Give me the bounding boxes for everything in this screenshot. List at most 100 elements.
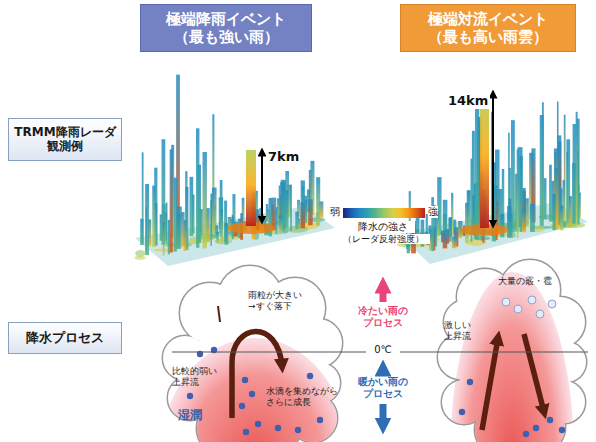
hail-part <box>514 305 522 313</box>
updraft-arrow <box>482 334 544 430</box>
radar-rain-part <box>152 186 155 247</box>
radar-rain-part <box>216 232 219 243</box>
hail-part <box>502 298 510 306</box>
radar-rain-part <box>184 220 187 251</box>
radar-convection-part <box>508 214 513 238</box>
radar-rain-part <box>190 177 194 236</box>
column-header: 極端降雨イベント （最も強い雨） <box>140 4 312 52</box>
radar-rain-part <box>174 178 177 252</box>
raindrops-part <box>249 391 255 397</box>
note-text: 激しい 上昇流 <box>444 320 482 342</box>
header-text: 極端降雨イベント （最も強い雨） <box>147 10 305 46</box>
raindrops-part <box>242 377 248 383</box>
hail-part <box>528 296 536 304</box>
radar-convection-part <box>480 95 489 228</box>
row-header: TRMM降雨レーダ 観測例 <box>8 118 122 161</box>
radar-rain-part <box>275 207 277 234</box>
fall-streak <box>218 306 220 322</box>
radar-rain <box>134 75 335 266</box>
radar-rain-part <box>266 204 268 222</box>
raindrops-part <box>559 427 565 433</box>
radar-rain-part <box>140 219 143 245</box>
fall-streak-part <box>218 306 220 322</box>
height-label: 7km <box>266 150 301 165</box>
raindrops-part <box>307 373 313 379</box>
process-label: 暖かい雨の プロセス <box>352 376 414 399</box>
freezing-line <box>400 352 588 353</box>
radar-rain-part <box>203 152 207 248</box>
raindrops-part <box>187 393 193 399</box>
radar-rain-part <box>308 199 312 225</box>
radar-convection-part <box>560 206 564 231</box>
radar-convection-part <box>552 194 555 230</box>
cloud-note: 雨粒が大きい →すぐ落下 <box>248 290 312 312</box>
cloud-note: 水滴を集めながら さらに成長 <box>266 386 342 408</box>
height-arrow <box>261 152 263 220</box>
radar-rain-part <box>290 185 292 231</box>
cloud-note: 比較的弱い 上昇流 <box>172 366 222 388</box>
warm-rain-arrow <box>380 404 387 426</box>
warm-region <box>450 272 574 442</box>
radar-rain-part <box>135 250 145 257</box>
radar-rain-part <box>196 128 199 247</box>
hail-part <box>548 300 556 308</box>
raindrops <box>459 379 565 437</box>
raindrops-part <box>467 379 473 385</box>
note-text: 水滴を集めながら さらに成長 <box>266 386 342 408</box>
radar-rain-part <box>316 177 320 225</box>
cold-rain-arrow <box>380 285 387 302</box>
height-arrow <box>492 94 494 224</box>
radar-convection-part <box>543 178 546 219</box>
radar-rain-part <box>300 202 305 228</box>
cloud-outline <box>440 262 586 440</box>
raindrops-part <box>255 421 261 427</box>
note-text: 比較的弱い 上昇流 <box>172 366 222 388</box>
color-bar <box>343 208 425 218</box>
header-text: TRMM降雨レーダ 観測例 <box>14 125 116 154</box>
raindrops-part <box>275 425 281 431</box>
note-text: 大量の霰・雹 <box>498 276 572 287</box>
radar-convection-part <box>452 237 457 249</box>
cloud-shape: 雨粒が大きい →すぐ落下比較的弱い 上昇流湿潤 水滴を集めながら さらに成長 <box>170 268 342 440</box>
raindrops-part <box>295 427 301 433</box>
radar-convection-part <box>549 165 552 222</box>
radar-convection-part <box>407 244 410 253</box>
height-label: 14km <box>446 94 490 109</box>
radar-convection-part <box>576 112 578 227</box>
raindrops-part <box>459 409 465 415</box>
radar-rain-part <box>166 203 168 244</box>
row-header: 降水プロセス <box>8 322 122 354</box>
radar-rain-part <box>298 219 300 231</box>
radar-convection-part <box>522 210 526 233</box>
radar-rain-part <box>210 200 212 246</box>
radar-convection-part <box>507 206 512 237</box>
radar-convection-part <box>530 204 535 232</box>
radar-rain-part <box>246 150 256 226</box>
radar-rain-part <box>224 223 228 245</box>
scale-label: 強 <box>428 206 438 218</box>
header-text: 極端対流イベント （最も高い雨雲） <box>407 10 569 46</box>
raindrops-part <box>547 417 553 423</box>
radar-rain-part <box>177 207 182 249</box>
warm-rain-arrow <box>380 368 387 373</box>
radar-convection-part <box>569 196 572 226</box>
radar-convection-part <box>465 203 469 243</box>
radar-rain-part <box>177 214 181 249</box>
raindrops-part <box>317 417 323 423</box>
updraft-arrow-part <box>524 334 544 412</box>
cloud-shape: 大量の霰・雹激しい 上昇流 <box>440 262 586 440</box>
radar-convection-part <box>443 234 448 248</box>
radar-rain-part <box>145 184 149 255</box>
hail <box>502 296 556 318</box>
cloud-note: 湿潤 <box>178 408 212 422</box>
note-text: 湿潤 <box>178 408 212 422</box>
radar-rain-part <box>221 209 223 243</box>
process-label: 0℃ <box>370 344 396 356</box>
column-header: 極端対流イベント （最も高い雨雲） <box>400 4 576 52</box>
raindrops-part <box>239 403 245 409</box>
radar-rain-part <box>170 149 173 252</box>
radar-rain-part <box>168 220 170 254</box>
radar-rain-part <box>278 215 282 234</box>
